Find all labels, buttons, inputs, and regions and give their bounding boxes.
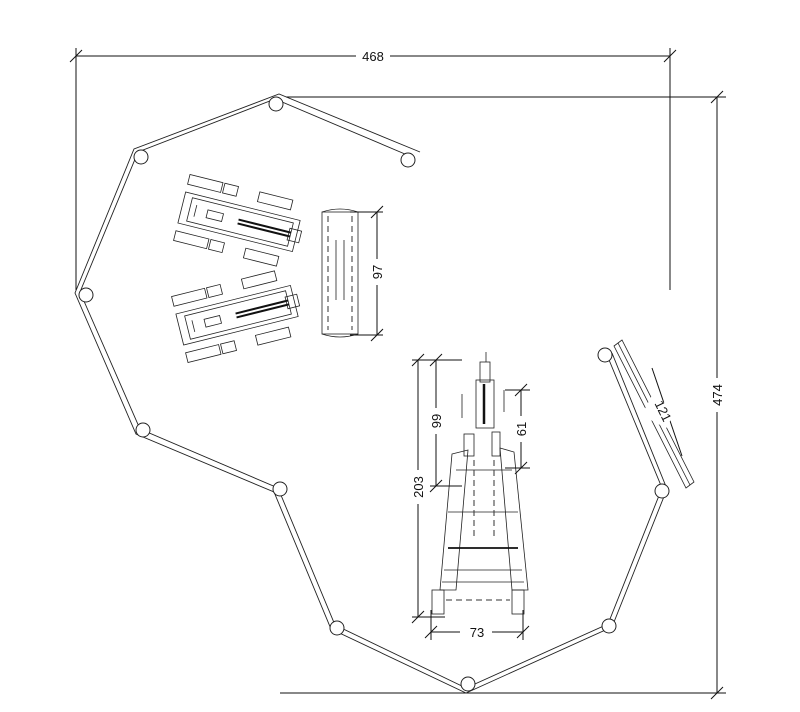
post-circle — [78, 287, 94, 303]
post-circle — [460, 676, 476, 692]
post-circle — [400, 152, 416, 168]
dimension-overall-width: 468 — [69, 48, 677, 290]
dim-label-arm-length: 61 — [514, 422, 529, 436]
dimension-seat-height: 99 — [428, 353, 462, 493]
dim-label-base-width: 73 — [470, 625, 484, 640]
post-circle — [133, 149, 149, 165]
dim-label-seat-height: 99 — [429, 414, 444, 428]
post-circle — [329, 620, 345, 636]
perimeter-walls — [74, 93, 668, 694]
dim-label-overall-height: 474 — [710, 384, 725, 406]
dimension-machine-height: 203 — [410, 353, 445, 624]
dimension-arm-length: 61 — [505, 383, 530, 475]
equipment-lower — [171, 270, 301, 363]
post-circle — [654, 483, 670, 499]
dimension-overall-height: 474 — [280, 90, 726, 700]
bench — [321, 208, 359, 338]
post-circle — [272, 481, 288, 497]
post-circle — [268, 96, 284, 112]
upright-machine — [431, 352, 529, 615]
dimension-base-width: 73 — [424, 610, 530, 640]
corner-posts — [78, 96, 670, 692]
post-circle — [597, 347, 613, 363]
equipment-upper — [173, 174, 303, 267]
dim-label-bench-length: 97 — [370, 265, 385, 279]
post-circle — [135, 422, 151, 438]
dim-label-overall-width: 468 — [362, 49, 384, 64]
dim-label-machine-height: 203 — [411, 476, 426, 498]
dimension-bench-length: 97 — [350, 205, 385, 342]
post-circle — [601, 618, 617, 634]
dimension-panel-length: 121 — [641, 367, 683, 457]
